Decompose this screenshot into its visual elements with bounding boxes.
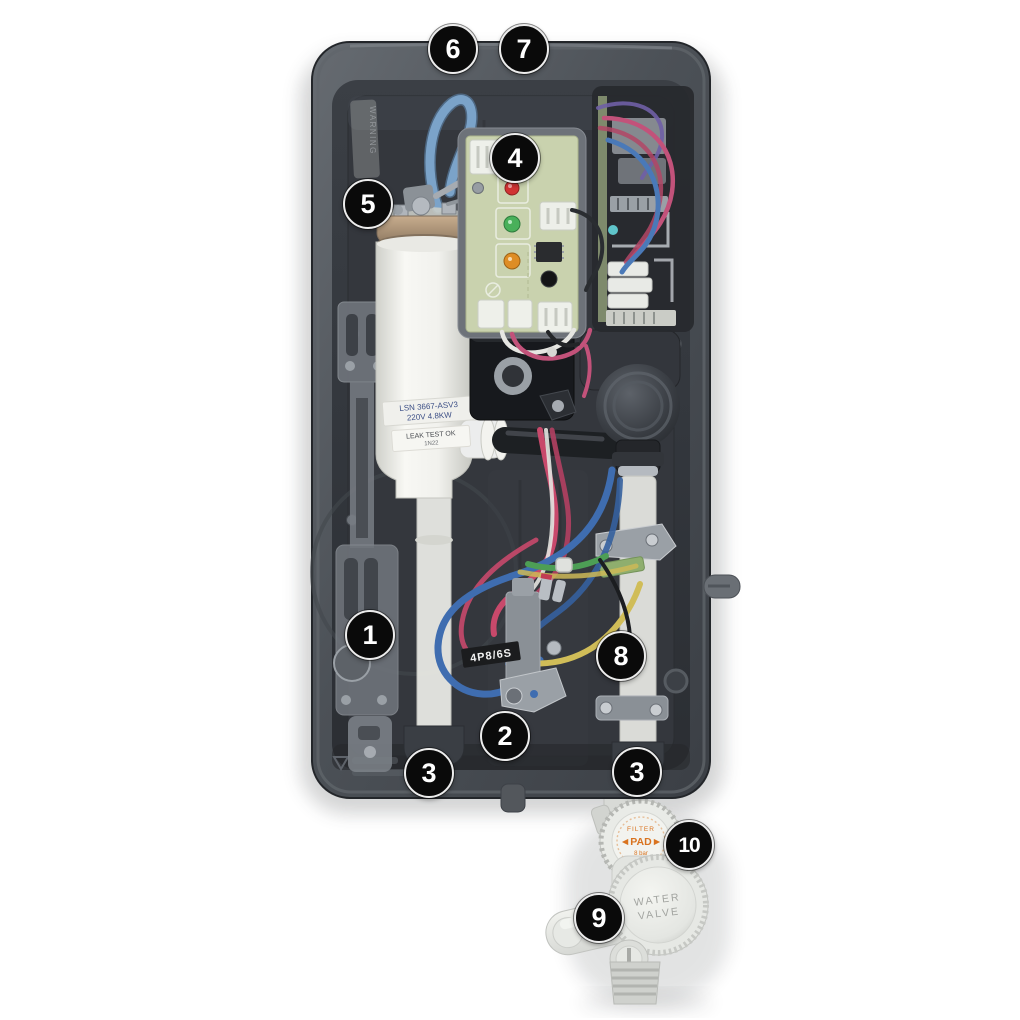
callout-6: 6 — [428, 24, 478, 74]
tank-model-label-line1: LSN 3667-ASV3 — [399, 400, 459, 413]
led-red — [504, 180, 520, 196]
callout-5-label: 5 — [360, 188, 376, 219]
led-amber — [503, 252, 521, 270]
callout-6-label: 6 — [445, 33, 461, 64]
solenoid-block — [469, 325, 577, 421]
crossover-pipe — [492, 427, 623, 459]
callout-1-label: 1 — [362, 619, 378, 650]
warning-sticker: WARNING — [350, 99, 380, 179]
callout-9-label: 9 — [591, 902, 607, 933]
callout-3a-label: 3 — [421, 757, 437, 788]
callout-3a: 3 — [404, 748, 454, 798]
valve-knob-text-line2: VALVE — [637, 905, 680, 922]
upper-wires — [499, 101, 676, 398]
led-green — [503, 215, 521, 233]
power-board — [592, 86, 694, 332]
callout-10-label: 10 — [678, 833, 700, 857]
callout-4: 4 — [490, 133, 540, 183]
heating-chamber: LSN 3667-ASV3 220V 4.8KW LEAK TEST OK 1N… — [375, 215, 509, 766]
callout-7-label: 7 — [516, 33, 532, 64]
leak-test-label-line1: LEAK TEST OK — [406, 430, 456, 440]
callout-7: 7 — [499, 24, 549, 74]
callout-3b-label: 3 — [629, 756, 645, 787]
callout-9: 9 — [574, 893, 624, 943]
callout-2-label: 2 — [497, 720, 513, 751]
callout-2: 2 — [480, 711, 530, 761]
warning-sticker-text: WARNING — [368, 106, 377, 155]
filter-cap-text-bottom: 8 bar — [634, 851, 648, 857]
callout-5: 5 — [343, 179, 393, 229]
bottom-stub — [500, 783, 526, 813]
flow-sensor: 4P8/6S — [461, 573, 567, 713]
tank-model-label-line2: 220V 4.8KW — [407, 410, 453, 422]
pipe-bracket-lower — [595, 695, 669, 721]
pump-motor — [579, 329, 681, 776]
leak-test-label-line2: 1N22 — [424, 440, 439, 447]
filter-cap-text-top: FILTER — [627, 826, 655, 833]
filter-cap-text-center: ◄PAD► — [620, 836, 662, 848]
callout-3b: 3 — [612, 747, 662, 797]
valve-knob-text-line1: WATER — [633, 891, 681, 909]
flow-sensor-label: 4P8/6S — [469, 647, 512, 665]
threaded-outlet — [609, 961, 661, 1005]
callout-10: 10 — [664, 820, 714, 870]
callout-1: 1 — [345, 610, 395, 660]
valve-knob: WATER VALVE — [607, 854, 709, 956]
callout-8-label: 8 — [613, 640, 629, 671]
callout-4-label: 4 — [507, 142, 523, 173]
callout-8: 8 — [596, 631, 646, 681]
